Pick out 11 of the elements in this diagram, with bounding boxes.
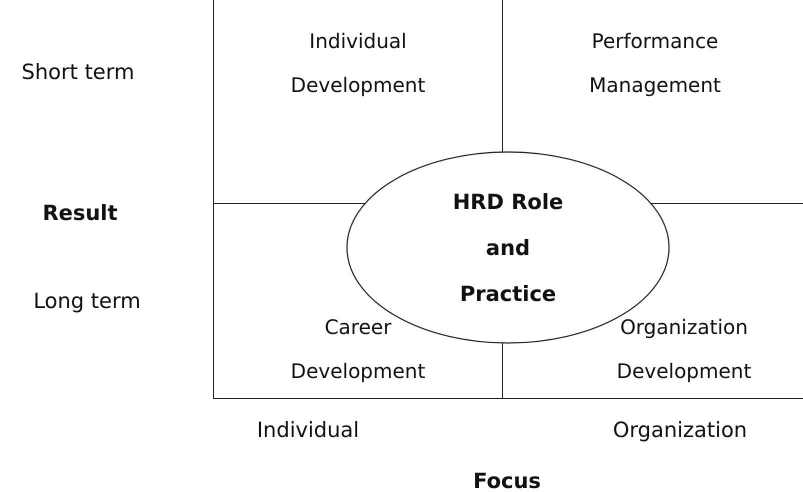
axis-title: Focus [473,469,541,492]
axis-label: Long term [33,289,141,313]
center-label: HRD Role and Practice [452,188,564,308]
axis-label: Short term [22,60,134,84]
quadrant-label: Organization Development [616,314,752,385]
axis-title: Result [42,201,118,225]
quadrant-label: Career Development [290,314,426,385]
axis-label: Individual [256,418,360,442]
quadrant-label: Individual Development [290,28,426,99]
axis-label: Organization [612,418,748,442]
quadrant-label: Performance Management [588,28,722,99]
